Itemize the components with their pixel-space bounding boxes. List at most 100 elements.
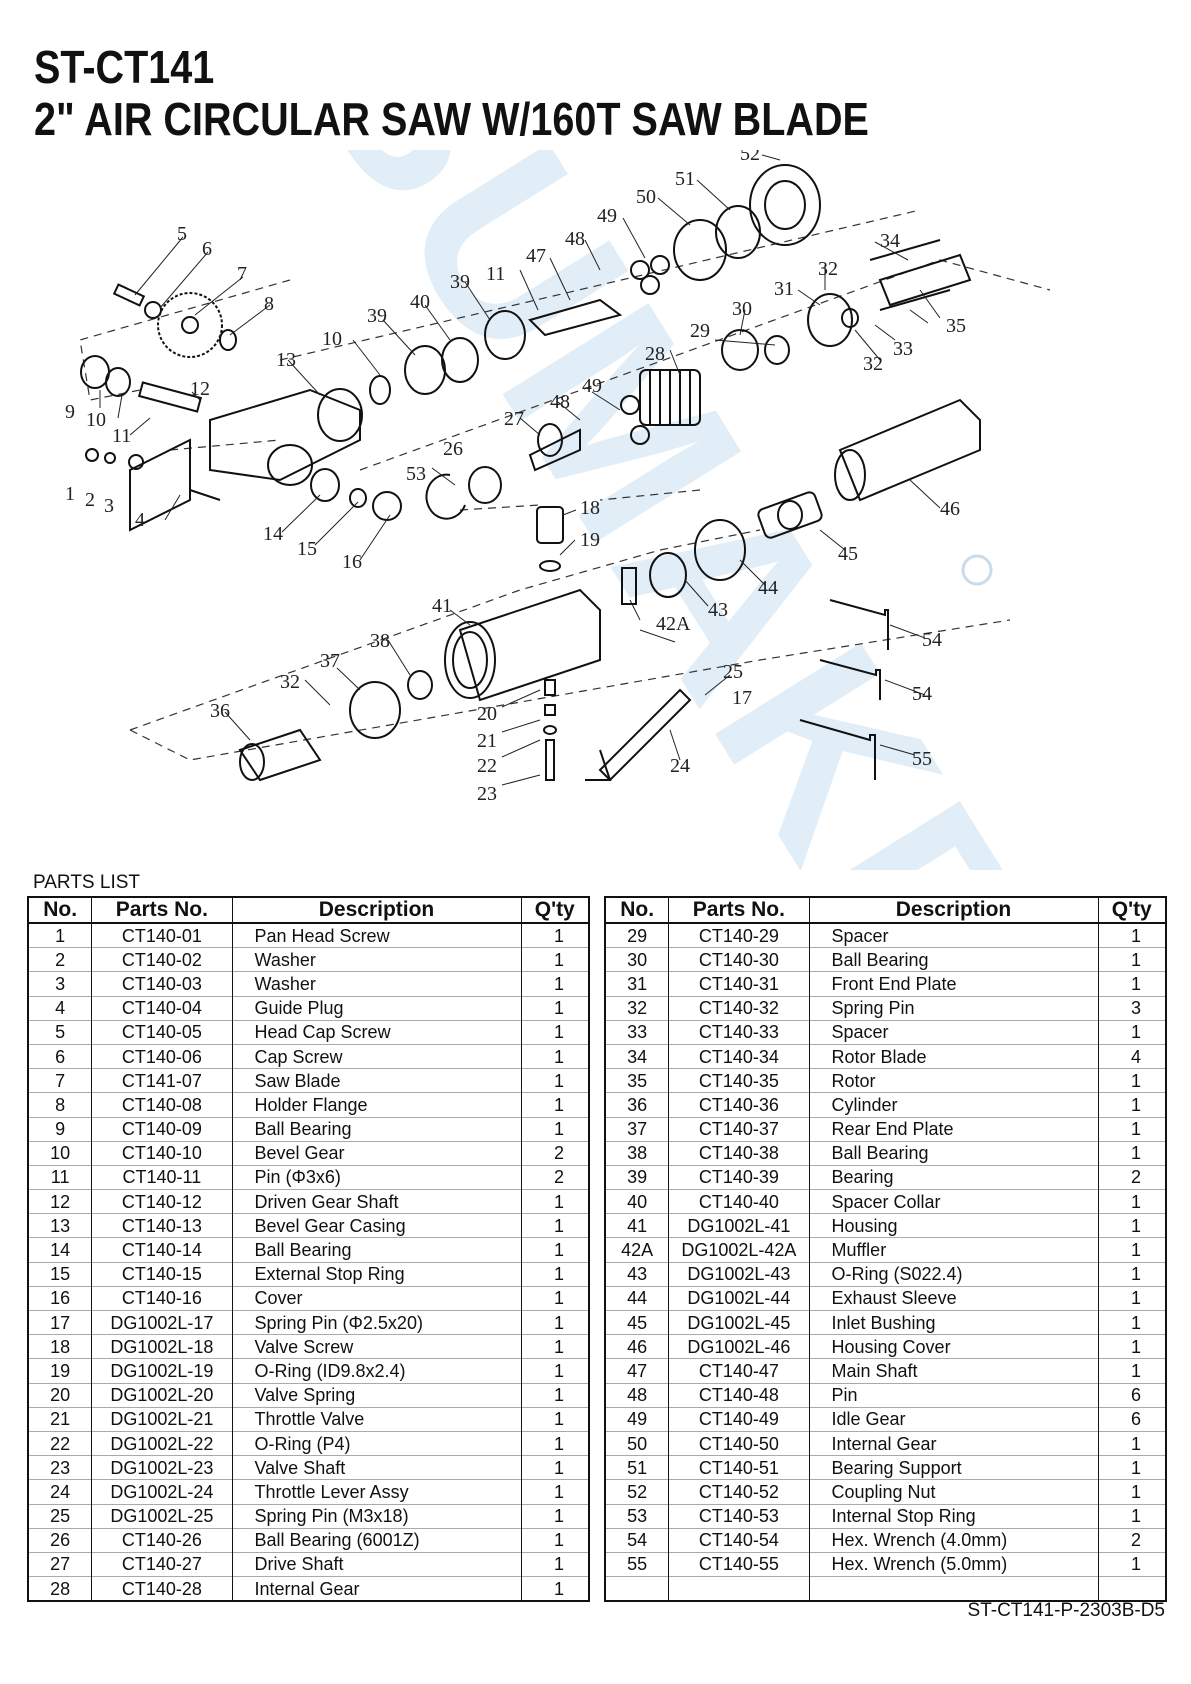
cell-parts-no: CT140-33 [668, 1019, 809, 1045]
cell-parts-no: CT140-52 [668, 1479, 809, 1504]
cell-description: Hex. Wrench (5.0mm) [808, 1551, 1098, 1577]
callout-27: 27 [504, 408, 524, 430]
callout-14: 14 [263, 523, 283, 545]
cell-description: Cap Screw [231, 1043, 521, 1069]
callout-37: 37 [320, 650, 340, 672]
callout-29: 29 [690, 320, 710, 342]
cell-qty: 2 [1097, 1527, 1166, 1553]
cell-parts-no: DG1002L-19 [91, 1358, 232, 1384]
cell-qty: 1 [1097, 1092, 1166, 1117]
callout-49: 49 [597, 205, 617, 227]
cell-qty: 1 [520, 1092, 589, 1117]
table-row [605, 1576, 1166, 1602]
cell-parts-no: CT140-48 [668, 1382, 809, 1408]
cell-description: Pin [808, 1382, 1098, 1408]
callout-35: 35 [946, 315, 966, 337]
callout-53: 53 [406, 463, 426, 485]
col-header-no: No. [28, 897, 92, 924]
cell-qty: 1 [520, 1551, 589, 1577]
cell-qty: 1 [520, 947, 589, 972]
cell-no: 46 [605, 1334, 669, 1359]
cell-qty: 1 [1097, 1551, 1166, 1577]
cell-no: 28 [28, 1576, 92, 1602]
cell-parts-no: CT140-32 [668, 995, 809, 1021]
cell-no: 21 [28, 1406, 92, 1432]
cell-parts-no: CT140-01 [91, 922, 232, 948]
callout-26: 26 [443, 438, 463, 460]
cell-no: 25 [28, 1503, 92, 1529]
cell-no: 35 [605, 1068, 669, 1093]
cell-description: External Stop Ring [231, 1261, 521, 1287]
cell-no: 43 [605, 1261, 669, 1287]
cell-parts-no: DG1002L-18 [91, 1334, 232, 1359]
cell-description: Washer [231, 947, 521, 972]
callout-16: 16 [342, 551, 362, 573]
parts-table-header: No. Parts No. Description Q'ty [605, 897, 1166, 924]
cell-parts-no: CT140-26 [91, 1527, 232, 1553]
cell-qty: 1 [1097, 1213, 1166, 1238]
cell-description: Spring Pin (Φ2.5x20) [231, 1309, 521, 1335]
cell-description: Idle Gear [808, 1406, 1098, 1432]
cell-no: 14 [28, 1237, 92, 1263]
cell-qty: 1 [520, 1019, 589, 1045]
cell-description: Cylinder [808, 1092, 1098, 1117]
cell-qty: 1 [520, 1358, 589, 1384]
callout-21: 21 [477, 730, 497, 752]
cell-qty: 1 [1097, 1479, 1166, 1504]
cell-description: O-Ring (P4) [231, 1430, 521, 1456]
callout-48: 48 [565, 228, 585, 250]
model-number: ST-CT141 [34, 41, 215, 93]
cell-parts-no: DG1002L-46 [668, 1334, 809, 1359]
callout-18: 18 [580, 497, 600, 519]
cell-parts-no: CT140-39 [668, 1164, 809, 1190]
callout-17: 17 [732, 687, 752, 709]
callout-4: 4 [135, 509, 145, 531]
cell-parts-no: CT140-06 [91, 1043, 232, 1069]
cell-description: Throttle Valve [231, 1406, 521, 1432]
cell-description: Inlet Bushing [808, 1309, 1098, 1335]
cell-no: 27 [28, 1551, 92, 1577]
col-header-description: Description [808, 897, 1098, 924]
cell-no: 40 [605, 1189, 669, 1214]
callout-34: 34 [880, 230, 900, 252]
callout-20: 20 [477, 703, 497, 725]
cell-no: 55 [605, 1551, 669, 1577]
callout-12: 12 [190, 378, 210, 400]
cell-description: Internal Gear [808, 1430, 1098, 1456]
cell-qty [1097, 1576, 1166, 1602]
cell-no: 38 [605, 1140, 669, 1166]
cell-description: Valve Spring [231, 1382, 521, 1408]
callout-47: 47 [526, 245, 546, 267]
cell-parts-no: CT141-07 [91, 1068, 232, 1093]
callout-41: 41 [432, 595, 452, 617]
cell-no: 18 [28, 1334, 92, 1359]
cell-no: 20 [28, 1382, 92, 1408]
cell-description: Bearing Support [808, 1455, 1098, 1480]
cell-description: Hex. Wrench (4.0mm) [808, 1527, 1098, 1553]
callout-32b: 32 [863, 353, 883, 375]
cell-description: O-Ring (S022.4) [808, 1261, 1098, 1287]
callout-55: 55 [912, 748, 932, 770]
callout-39b: 39 [450, 271, 470, 293]
cell-no: 16 [28, 1285, 92, 1311]
callout-36: 36 [210, 700, 230, 722]
cell-qty: 1 [520, 1382, 589, 1408]
cell-qty: 1 [520, 1503, 589, 1529]
cell-description: Spacer [808, 1019, 1098, 1045]
cell-description: Pan Head Screw [231, 922, 521, 948]
cell-no: 11 [28, 1164, 92, 1190]
cell-description: Muffler [808, 1237, 1098, 1263]
